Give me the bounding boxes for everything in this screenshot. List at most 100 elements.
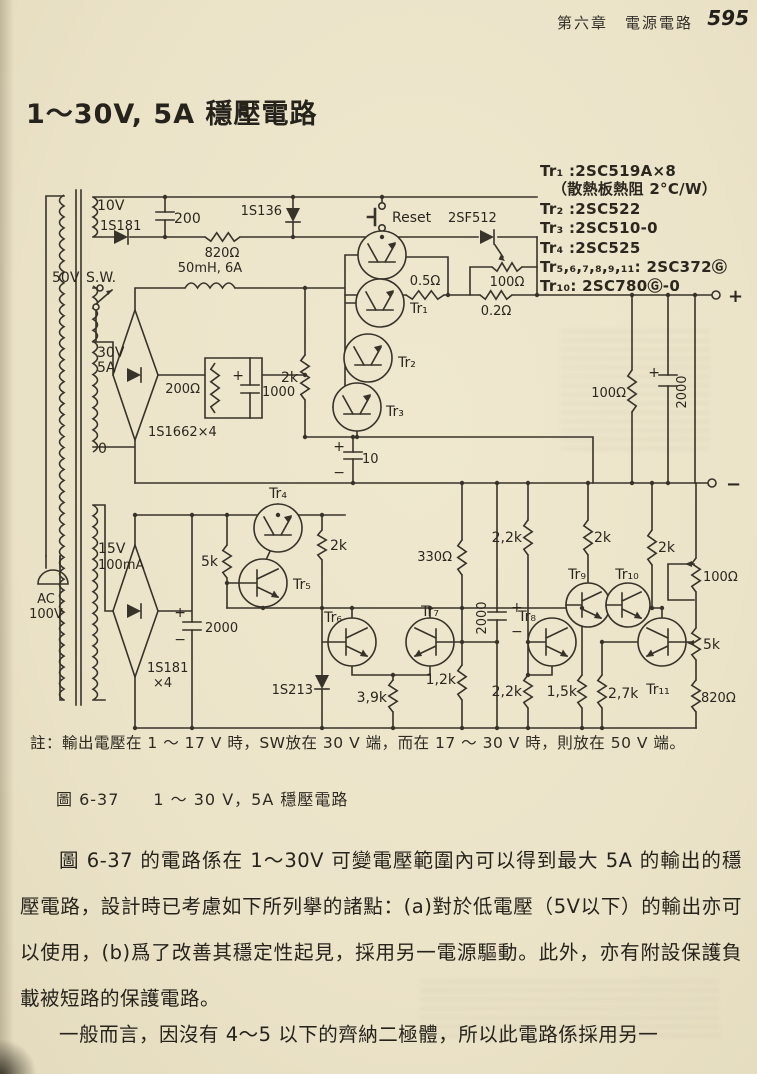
label-2000-right: 2000 <box>675 375 690 408</box>
ac-voltage-label: 100V <box>29 607 63 622</box>
potentiometer-100-right <box>690 557 702 593</box>
paragraph-2-text: 一般而言，因沒有 4～5 以下的齊納二極體，所以此電路係採用另一 <box>59 1023 659 1046</box>
diode-1s213 <box>314 675 330 690</box>
label-tr11: Tr₁₁ <box>645 682 669 698</box>
label-820-right: 820Ω <box>701 691 736 706</box>
diode-1s181-top <box>114 229 129 245</box>
resistor-820-right <box>690 679 702 713</box>
potentiometer-5k <box>690 627 702 661</box>
label-27k: 2,7k <box>608 686 639 702</box>
transistor-tr3 <box>332 382 382 432</box>
plus-1000: + <box>232 368 244 384</box>
label-1s181-top: 1S181 <box>100 219 141 234</box>
label-15v: 15V <box>98 541 126 557</box>
label-2k-tr9: 2k <box>594 530 612 546</box>
transistor-tr6 <box>327 617 377 667</box>
circuit-diagram: AC 100V <box>29 162 743 731</box>
transistor-tr9 <box>565 582 611 628</box>
resistor-0p5 <box>405 289 445 301</box>
label-2000-mid: 2000 <box>475 601 490 634</box>
capacitor-2000-mid <box>487 611 507 621</box>
transformer-core <box>75 189 82 706</box>
resistor-330 <box>456 539 468 576</box>
label-2k-tr10: 2k <box>658 540 676 556</box>
label-tr7: Tr₇ <box>420 604 439 620</box>
label-100ma: 100mA <box>98 558 144 573</box>
output-terminal-plus <box>711 290 721 300</box>
transistor-tr11 <box>637 617 687 667</box>
label-39k: 3,9k <box>357 690 388 706</box>
label-2000-left: 2000 <box>205 621 238 636</box>
secondary-10v <box>91 196 99 238</box>
label-tr1: Tr₁ <box>409 301 428 317</box>
plus-terminal-label: + <box>728 286 743 307</box>
upper-wiring <box>92 196 713 484</box>
secondary-30v <box>91 285 99 453</box>
transistor-tr4 <box>253 503 303 553</box>
transistor-tr8 <box>527 617 577 667</box>
label-330: 330Ω <box>417 550 452 565</box>
label-10v: 10V <box>97 198 125 214</box>
minus-10: − <box>333 465 345 481</box>
junction-dots <box>132 194 698 731</box>
capacitor-2000-left <box>182 621 202 631</box>
minus-2000l: − <box>174 632 186 648</box>
label-0: 0 <box>98 441 107 457</box>
choke-50mh <box>184 282 236 290</box>
figure-caption: 圖 6-37 1 ～ 30 V，5A 穩壓電路 <box>56 790 349 809</box>
label-10uf: 10 <box>362 452 379 467</box>
secondary-15v <box>91 504 99 701</box>
capacitor-1000 <box>240 384 260 394</box>
label-5a: 5A <box>97 360 116 376</box>
label-choke: 50mH, 6A <box>178 261 243 276</box>
plus-10: + <box>333 439 345 455</box>
resistor-12k <box>456 664 468 701</box>
paragraph-2: 一般而言，因沒有 4～5 以下的齊納二極體，所以此電路係採用另一 <box>20 1012 742 1058</box>
resistor-100-right <box>626 369 638 413</box>
potentiometer-100-top <box>491 261 523 273</box>
label-bridge2: 1S181 <box>147 661 188 676</box>
scan-smudge <box>0 1038 36 1074</box>
label-200ohm: 200Ω <box>165 382 200 397</box>
capacitor-10 <box>343 451 363 460</box>
resistor-200ohm <box>209 362 221 414</box>
resistor-2k-tr10 <box>646 529 658 566</box>
bleed-through-smudge <box>560 330 710 450</box>
label-1000: 1000 <box>262 385 295 400</box>
resistor-5k-left <box>221 544 233 579</box>
plus-2000r: + <box>648 365 660 381</box>
transistor-tr7 <box>405 617 455 667</box>
resistor-27k <box>596 674 608 709</box>
label-2sf512: 2SF512 <box>448 211 497 226</box>
label-15k: 1,5k <box>547 684 578 700</box>
label-tr2: Tr₂ <box>397 355 416 371</box>
reset-switch <box>366 201 386 233</box>
capacitor-2000-right <box>658 374 678 387</box>
label-0p5: 0.5Ω <box>410 274 441 289</box>
bridge-rectifier-1 <box>112 307 159 443</box>
resistor-2k-tr5 <box>316 529 328 561</box>
chapter-header: 第六章 電源電路 <box>556 14 693 32</box>
plus-2000l: + <box>174 605 186 621</box>
minus-terminal-label: − <box>726 474 741 495</box>
legend-tr4: Tr₄ :2SC525 <box>540 239 641 257</box>
transistor-tr1a <box>357 230 407 280</box>
label-0p2: 0.2Ω <box>481 304 512 319</box>
label-22k-top: 2,2k <box>492 530 523 546</box>
label-tr5: Tr₅ <box>292 577 311 593</box>
paragraph-1: 圖 6-37 的電路係在 1～30V 可變電壓範圍內可以得到最大 5A 的輸出的… <box>20 838 742 1022</box>
label-2k-tr5: 2k <box>330 538 348 554</box>
label-100-right: 100Ω <box>591 386 626 401</box>
resistor-15k <box>576 674 588 709</box>
section-title: 1～30V, 5A 穩壓電路 <box>26 99 318 130</box>
page-number: 595 <box>707 6 749 30</box>
label-12k: 1,2k <box>426 672 457 688</box>
transistor-tr2 <box>343 333 393 383</box>
label-1s213: 1S213 <box>272 683 313 698</box>
label-sw: S.W. <box>86 270 116 286</box>
transistor-tr1 <box>355 278 405 328</box>
resistor-2k-tr9 <box>582 519 594 556</box>
resistor-22k-bot <box>522 674 534 709</box>
transistor-tr5 <box>238 558 288 608</box>
